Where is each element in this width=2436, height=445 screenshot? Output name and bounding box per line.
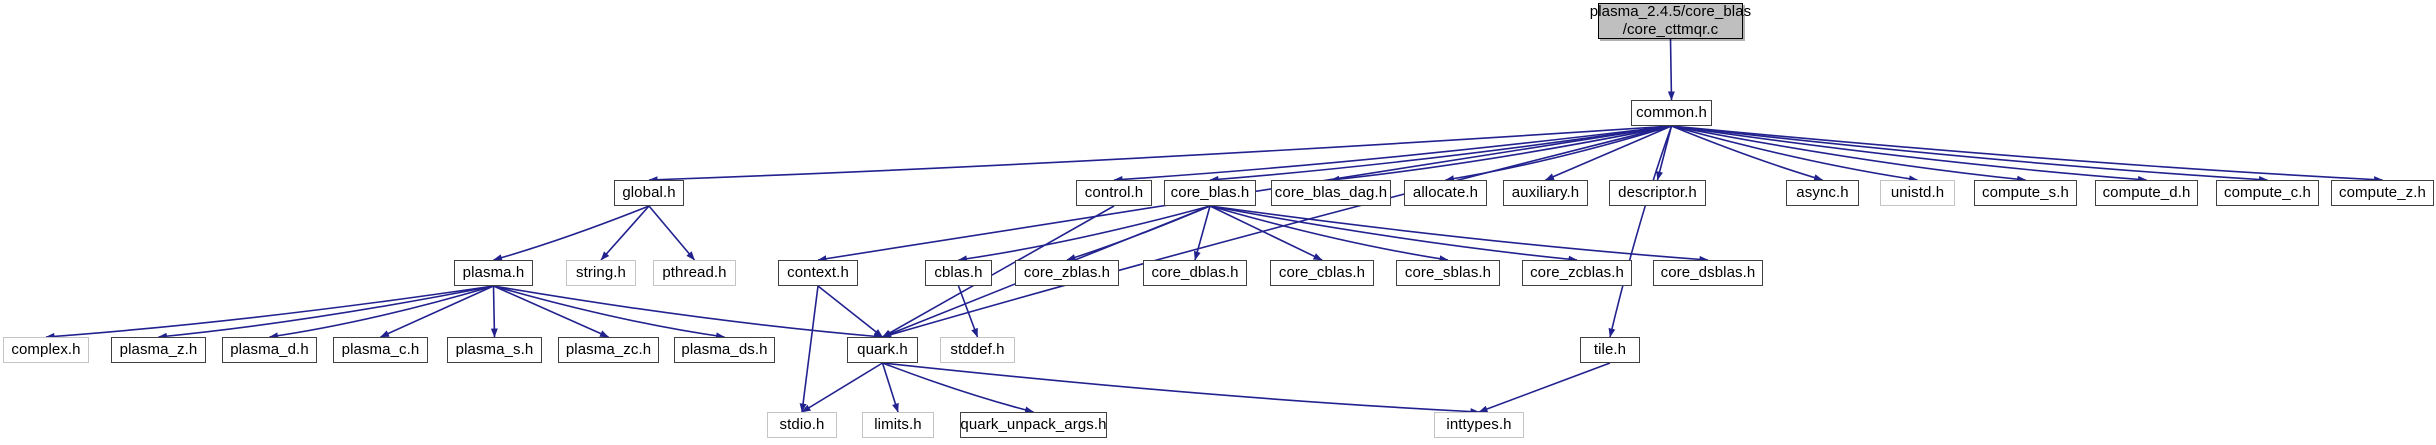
edge-context-to-stdio: [799, 285, 819, 413]
edge-global-to-pthread: [648, 205, 696, 261]
edge-plasma-to-plasma_c: [380, 285, 494, 338]
edge-quark-to-inttypes: [882, 362, 1480, 416]
graph-node-context[interactable]: context.h: [778, 260, 858, 286]
graph-node-plasma_d[interactable]: plasma_d.h: [222, 337, 317, 363]
graph-node-inttypes[interactable]: inttypes.h: [1434, 412, 1524, 438]
edge-common-to-compute_d: [1671, 125, 2147, 183]
graph-node-limits[interactable]: limits.h: [862, 412, 934, 438]
graph-node-plasma_zc[interactable]: plasma_zc.h: [558, 337, 659, 363]
edge-plasma-to-plasma_s: [490, 285, 498, 338]
edge-quark-to-stdio: [801, 362, 883, 413]
graph-node-common[interactable]: common.h: [1631, 100, 1712, 126]
edge-common-to-async: [1671, 125, 1823, 181]
graph-node-tile[interactable]: tile.h: [1580, 337, 1640, 363]
edge-core_blas-to-core_sblas: [1209, 205, 1449, 263]
edge-common-to-compute_z: [1671, 125, 2383, 184]
edge-core_blas-to-core_cblas: [1209, 205, 1323, 261]
edge-global-to-string: [600, 205, 650, 261]
edge-common-to-quark: [882, 125, 1672, 338]
edge-common-to-global: [648, 125, 1672, 184]
edge-common-to-allocate: [1445, 125, 1672, 183]
graph-node-descriptor[interactable]: descriptor.h: [1609, 180, 1706, 206]
graph-node-cblas[interactable]: cblas.h: [925, 260, 992, 286]
graph-node-stdio[interactable]: stdio.h: [767, 412, 837, 438]
edge-plasma-to-plasma_d: [269, 285, 494, 340]
edge-cblas-to-stddef: [957, 285, 979, 338]
graph-node-stddef[interactable]: stddef.h: [940, 337, 1015, 363]
graph-node-core_blas_dag[interactable]: core_blas_dag.h: [1271, 180, 1391, 206]
edge-control-to-quark: [882, 205, 1115, 338]
graph-node-global[interactable]: global.h: [614, 180, 684, 206]
edge-core_blas-to-cblas: [958, 205, 1211, 263]
graph-node-quark[interactable]: quark.h: [847, 337, 918, 363]
graph-node-string[interactable]: string.h: [566, 260, 636, 286]
edge-common-to-control: [1113, 125, 1672, 183]
edge-common-to-core_blas: [1209, 125, 1672, 183]
graph-node-compute_z[interactable]: compute_z.h: [2331, 180, 2434, 206]
graph-node-pthread[interactable]: pthread.h: [653, 260, 736, 286]
graph-node-plasma_s[interactable]: plasma_s.h: [447, 337, 542, 363]
edge-quark-to-quark_unpack: [882, 362, 1034, 414]
edge-common-to-core_blas_dag: [1330, 125, 1672, 183]
graph-node-unistd[interactable]: unistd.h: [1880, 180, 1955, 206]
graph-node-core_dblas[interactable]: core_dblas.h: [1143, 260, 1247, 286]
graph-node-control[interactable]: control.h: [1076, 180, 1152, 206]
graph-node-async[interactable]: async.h: [1786, 180, 1859, 206]
graph-node-core_zblas[interactable]: core_zblas.h: [1015, 260, 1119, 286]
edge-plasma-to-plasma_zc: [493, 285, 609, 338]
graph-node-root: plasma_2.4.5/core_blas /core_cttmqr.c: [1589, 3, 1752, 39]
graph-node-compute_s[interactable]: compute_s.h: [1974, 180, 2077, 206]
edge-plasma-to-plasma_ds: [493, 285, 725, 340]
graph-node-plasma_z[interactable]: plasma_z.h: [111, 337, 206, 363]
edge-core_blas-to-core_dblas: [1193, 205, 1211, 261]
graph-node-complex[interactable]: complex.h: [3, 337, 89, 363]
graph-node-auxiliary[interactable]: auxiliary.h: [1503, 180, 1588, 206]
graph-node-core_dsblas[interactable]: core_dsblas.h: [1653, 260, 1763, 286]
edge-global-to-plasma: [493, 205, 650, 262]
edge-common-to-compute_c: [1671, 125, 2268, 183]
edge-common-to-compute_s: [1671, 125, 2026, 183]
graph-node-core_cblas[interactable]: core_cblas.h: [1270, 260, 1374, 286]
edge-common-to-tile: [1608, 125, 1673, 338]
edge-tile-to-inttypes: [1478, 362, 1611, 413]
edge-common-to-unistd: [1671, 125, 1918, 183]
graph-node-plasma[interactable]: plasma.h: [454, 260, 533, 286]
edge-context-to-quark: [817, 285, 883, 338]
edge-common-to-auxiliary: [1545, 125, 1672, 181]
edge-plasma-to-complex: [45, 285, 494, 340]
graph-node-core_zcblas[interactable]: core_zcblas.h: [1522, 260, 1632, 286]
graph-node-plasma_ds[interactable]: plasma_ds.h: [674, 337, 775, 363]
graph-node-compute_c[interactable]: compute_c.h: [2216, 180, 2319, 206]
edge-plasma-to-plasma_z: [158, 285, 494, 340]
graph-node-core_sblas[interactable]: core_sblas.h: [1396, 260, 1500, 286]
edge-plasma-to-quark: [493, 285, 883, 340]
graph-node-compute_d[interactable]: compute_d.h: [2095, 180, 2198, 206]
edge-core_blas-to-core_dsblas: [1209, 205, 1709, 263]
graph-node-core_blas[interactable]: core_blas.h: [1164, 180, 1256, 206]
graph-node-plasma_c[interactable]: plasma_c.h: [333, 337, 428, 363]
edge-root-to-common: [1667, 38, 1675, 101]
edge-core_blas-to-core_zcblas: [1209, 205, 1578, 263]
edge-quark-to-limits: [881, 362, 899, 413]
graph-node-quark_unpack[interactable]: quark_unpack_args.h: [960, 412, 1107, 438]
edges-group: [45, 38, 2383, 416]
graph-node-allocate[interactable]: allocate.h: [1404, 180, 1487, 206]
